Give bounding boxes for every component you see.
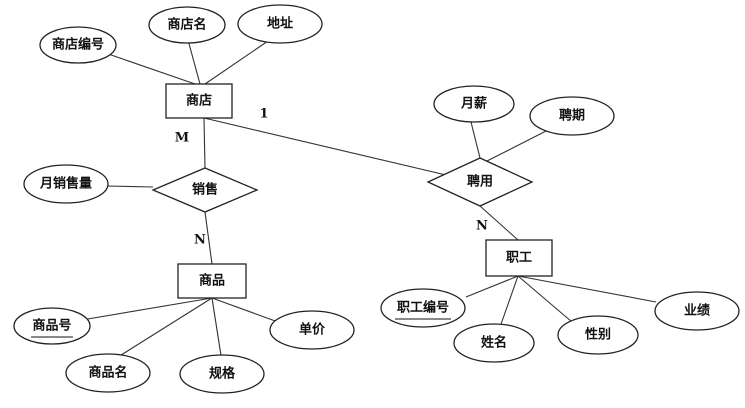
attr-staff-name: 姓名 (453, 323, 535, 363)
attr-goods-name: 商品名 (65, 353, 151, 393)
attr-staff-id-label: 职工编号 (397, 300, 449, 316)
relationship-sell-label: 销售 (192, 182, 218, 198)
entity-shop-label: 商店 (186, 93, 212, 109)
edge-sell-goods (204, 211, 213, 265)
attr-monthly-sales-label: 月销售量 (39, 176, 92, 192)
attr-monthly-salary-label: 月薪 (460, 96, 487, 112)
attr-staff-name-label: 姓名 (480, 335, 507, 351)
attr-gender: 性别 (557, 315, 639, 355)
attr-performance: 业绩 (654, 291, 740, 331)
edge-staff-performance (517, 275, 657, 303)
edge-goods-spec (211, 297, 223, 363)
attr-unit-price: 单价 (269, 310, 355, 350)
edge-shop-sell (203, 117, 206, 169)
entity-shop: 商店 (165, 83, 233, 119)
edge-staff-name (499, 275, 519, 328)
cardinality-shop-hire: 1 (259, 107, 268, 122)
attr-staff-id: 职工编号 (380, 288, 466, 328)
entity-goods-label: 商品 (199, 273, 225, 289)
cardinality-staff-hire: N (476, 219, 488, 234)
edge-goods-goods-name (109, 297, 213, 363)
relationship-hire-label: 聘用 (467, 174, 493, 190)
cardinality-goods-sell: N (194, 233, 206, 248)
edge-staff-gender (517, 275, 573, 323)
attr-unit-price-label: 单价 (299, 322, 326, 338)
attr-goods-id-label: 商品号 (32, 318, 71, 334)
edge-hire-staff (479, 205, 519, 241)
attr-shop-name-label: 商店名 (167, 17, 206, 33)
edge-shop-shop-name (187, 39, 201, 85)
attr-goods-name-label: 商品名 (88, 365, 127, 381)
edge-hire-salary (469, 117, 481, 159)
edge-sell-monthly-sales (105, 185, 154, 188)
attr-hire-period-label: 聘期 (559, 108, 585, 124)
attr-shop-id-label: 商店编号 (52, 37, 104, 53)
entity-staff-label: 职工 (506, 251, 532, 266)
edges (69, 39, 657, 363)
cardinality-shop-sell: M (175, 131, 189, 146)
attr-spec-label: 规格 (209, 366, 236, 382)
attr-performance-label: 业绩 (684, 303, 710, 319)
edge-shop-hire (203, 117, 481, 184)
attr-goods-id: 商品号 (13, 307, 91, 345)
attr-address-label: 地址 (267, 16, 293, 32)
relationship-hire: 聘用 (426, 157, 534, 207)
attr-address: 地址 (237, 4, 323, 44)
entity-goods: 商品 (177, 263, 247, 299)
attr-gender-label: 性别 (585, 327, 611, 343)
edge-shop-address (204, 40, 269, 85)
edge-hire-period (484, 127, 553, 163)
edge-goods-goods-id (69, 297, 213, 323)
attr-shop-id: 商店编号 (39, 26, 117, 64)
edge-staff-staff-id (465, 275, 519, 298)
entity-staff: 职工 (485, 239, 553, 277)
edge-goods-price (211, 297, 279, 323)
relationship-sell: 销售 (151, 167, 259, 213)
attr-monthly-sales: 月销售量 (23, 164, 109, 204)
attr-shop-name: 商店名 (148, 6, 226, 44)
attr-monthly-salary: 月薪 (433, 85, 515, 123)
attr-spec: 规格 (179, 354, 265, 394)
attr-hire-period: 聘期 (529, 96, 615, 136)
